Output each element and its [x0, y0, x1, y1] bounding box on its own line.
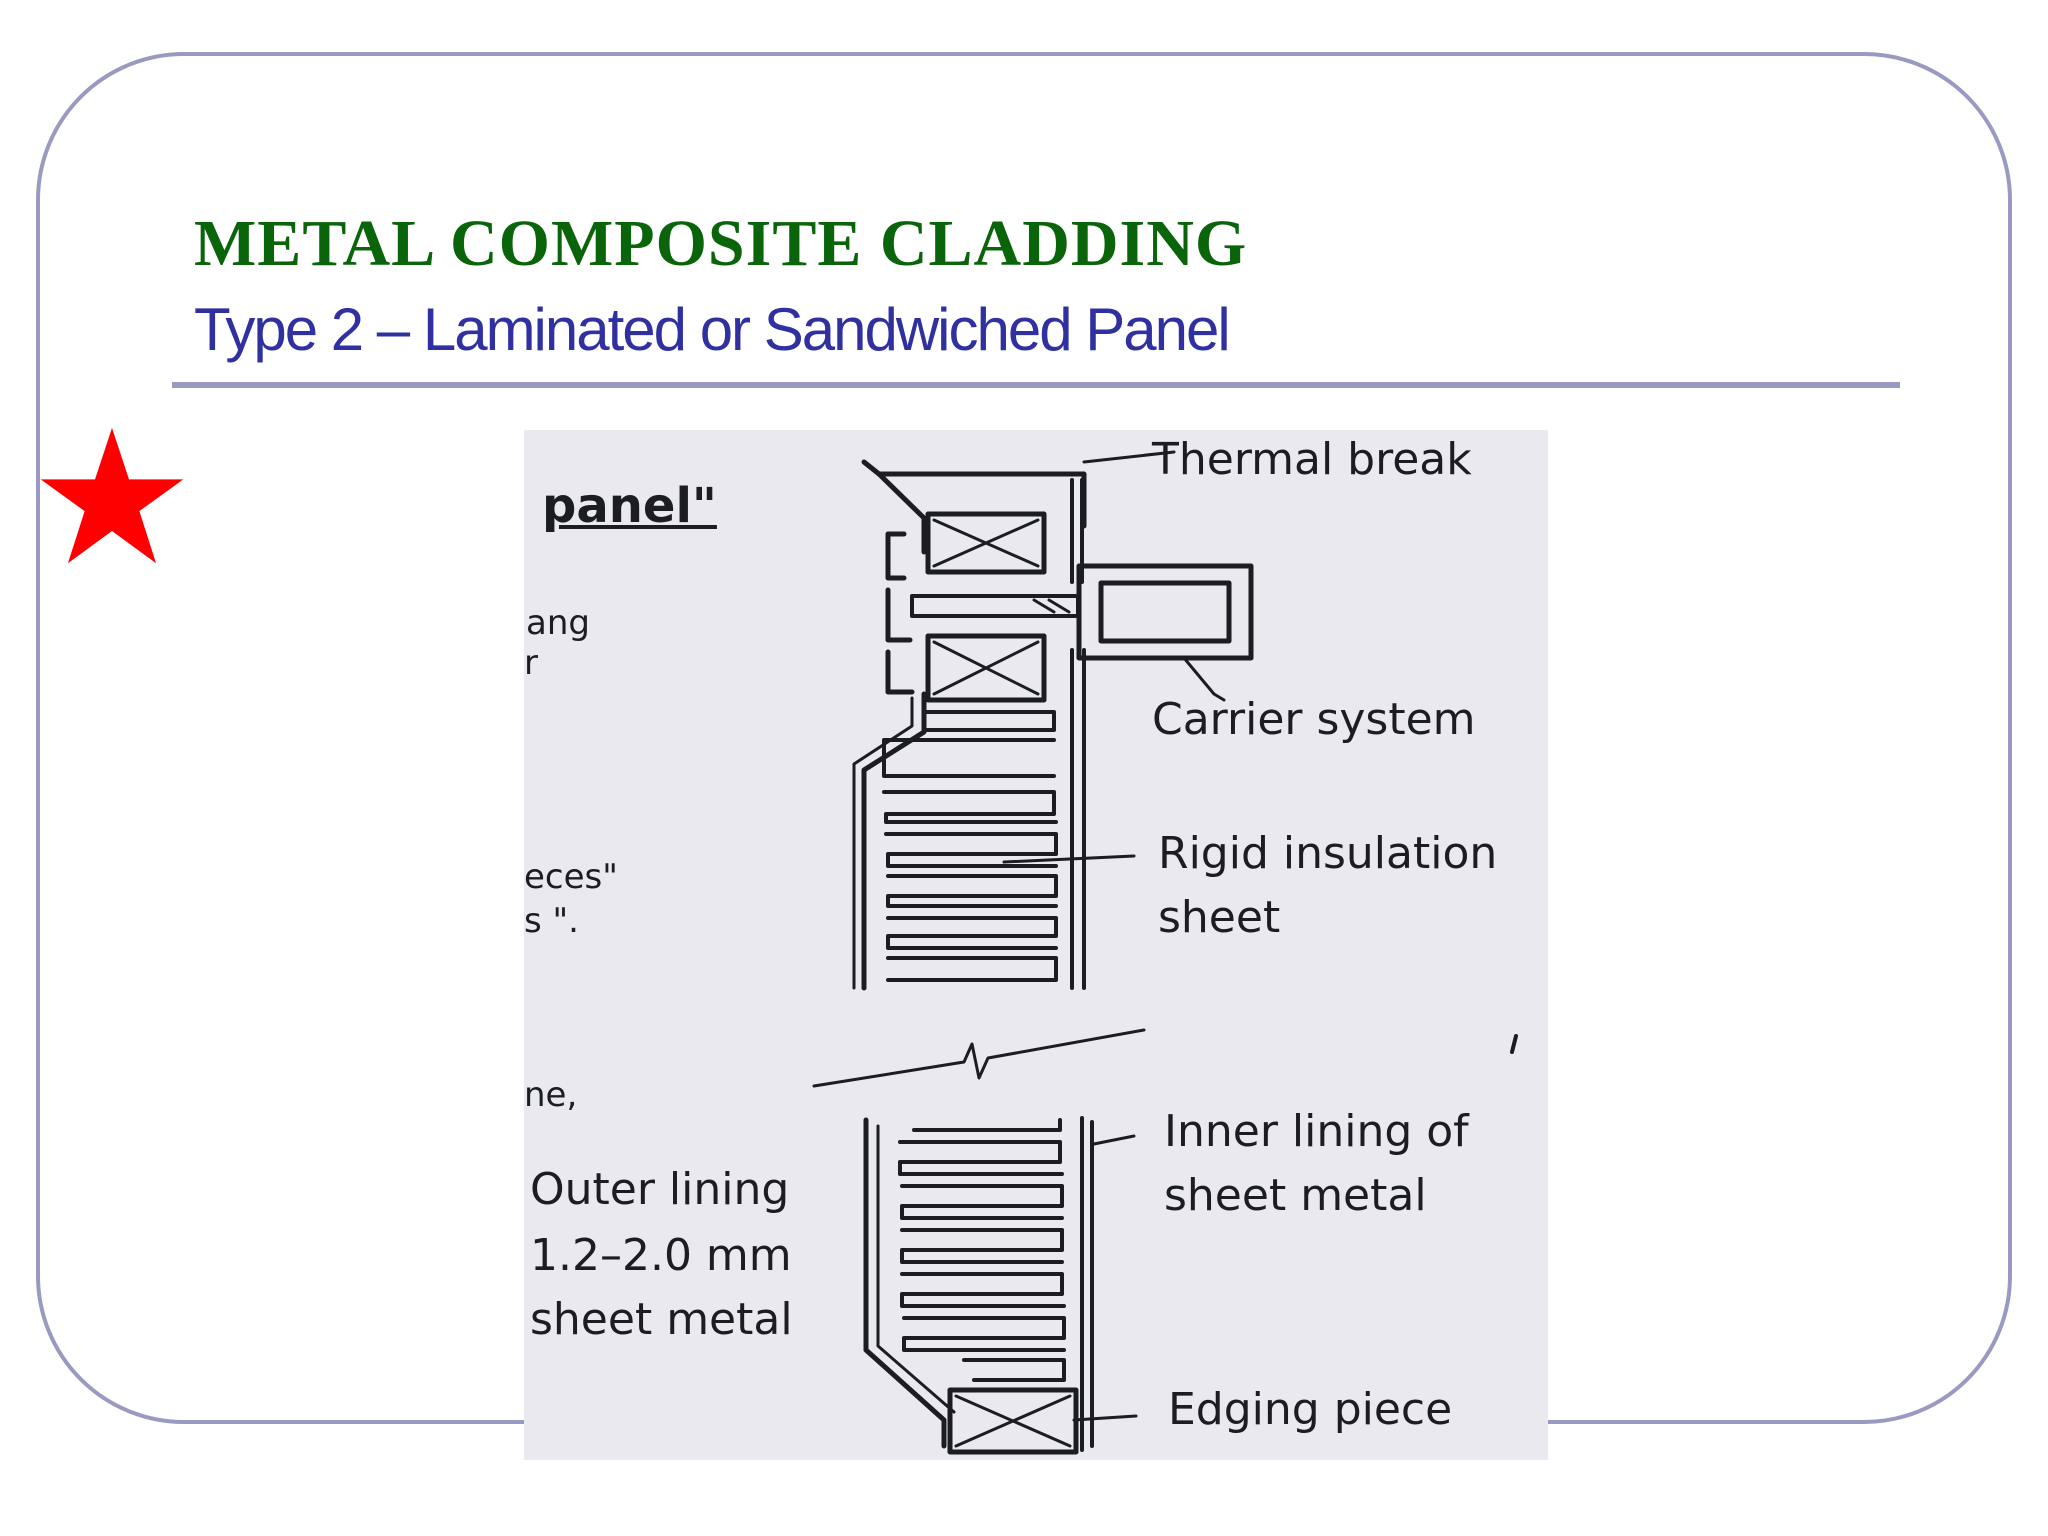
label-rigid-insulation: Rigid insulation — [1158, 828, 1498, 879]
clip-profile — [885, 531, 915, 695]
flashing-lip — [876, 471, 927, 555]
outer-lining-lower — [863, 1117, 947, 1449]
lower-edge-block — [925, 633, 1047, 703]
star-shape — [40, 427, 184, 564]
thermal-break-cross — [932, 518, 1040, 568]
insulation-leader — [1002, 854, 1136, 864]
inner-lining-lower — [1080, 1116, 1094, 1452]
label-outer-lining-sheet-metal: sheet metal — [530, 1294, 793, 1345]
label-carrier-system: Carrier system — [1152, 694, 1476, 745]
thermal-break-leader — [1082, 450, 1176, 464]
fragment-panel: panel" — [542, 478, 717, 534]
label-outer-lining-thickness: 1.2–2.0 mm — [530, 1230, 792, 1281]
star-icon — [40, 427, 184, 564]
label-outer-lining: Outer lining — [530, 1164, 790, 1215]
carrier-inner — [1098, 580, 1232, 644]
fragment-eces: eces" — [524, 857, 618, 897]
fragment-ang: ang — [526, 603, 590, 643]
edging-leader — [1072, 1414, 1138, 1422]
edging-cross — [954, 1394, 1072, 1448]
joint-hatch — [1032, 598, 1071, 614]
insulation-upper — [882, 710, 1058, 982]
fragment-ne: ne, — [524, 1075, 578, 1115]
cladding-section-figure: panel" ang r eces" s ". ne, Thermal brea… — [524, 430, 1548, 1460]
label-rigid-insulation-sheet: sheet — [1158, 892, 1281, 943]
carrier-leader — [1182, 656, 1226, 702]
cladding-section-drawing — [812, 450, 1518, 1455]
label-inner-lining-sheet-metal: sheet metal — [1164, 1170, 1427, 1221]
label-inner-lining: Inner lining of — [1164, 1106, 1469, 1157]
label-edging-piece: Edging piece — [1168, 1384, 1453, 1435]
stray-mark — [1510, 1034, 1518, 1054]
fragment-s: s ". — [524, 901, 579, 941]
inner-lining-upper — [1070, 648, 1086, 990]
thermal-break-block — [925, 511, 1047, 575]
title-rule — [172, 382, 1900, 388]
slide-subtitle: Type 2 – Laminated or Sandwiched Panel — [194, 296, 1231, 363]
outer-lining-lower-2 — [876, 1124, 956, 1414]
carrier-outer — [1076, 563, 1254, 661]
fragment-r: r — [524, 643, 538, 683]
inner-lining-leader — [1092, 1134, 1136, 1146]
label-thermal-break: Thermal break — [1152, 434, 1472, 485]
slide-title: METAL COMPOSITE CLADDING — [194, 207, 1248, 280]
insulation-lower — [898, 1118, 1066, 1382]
lower-edge-cross — [932, 640, 1040, 696]
break-line — [812, 1028, 1146, 1088]
